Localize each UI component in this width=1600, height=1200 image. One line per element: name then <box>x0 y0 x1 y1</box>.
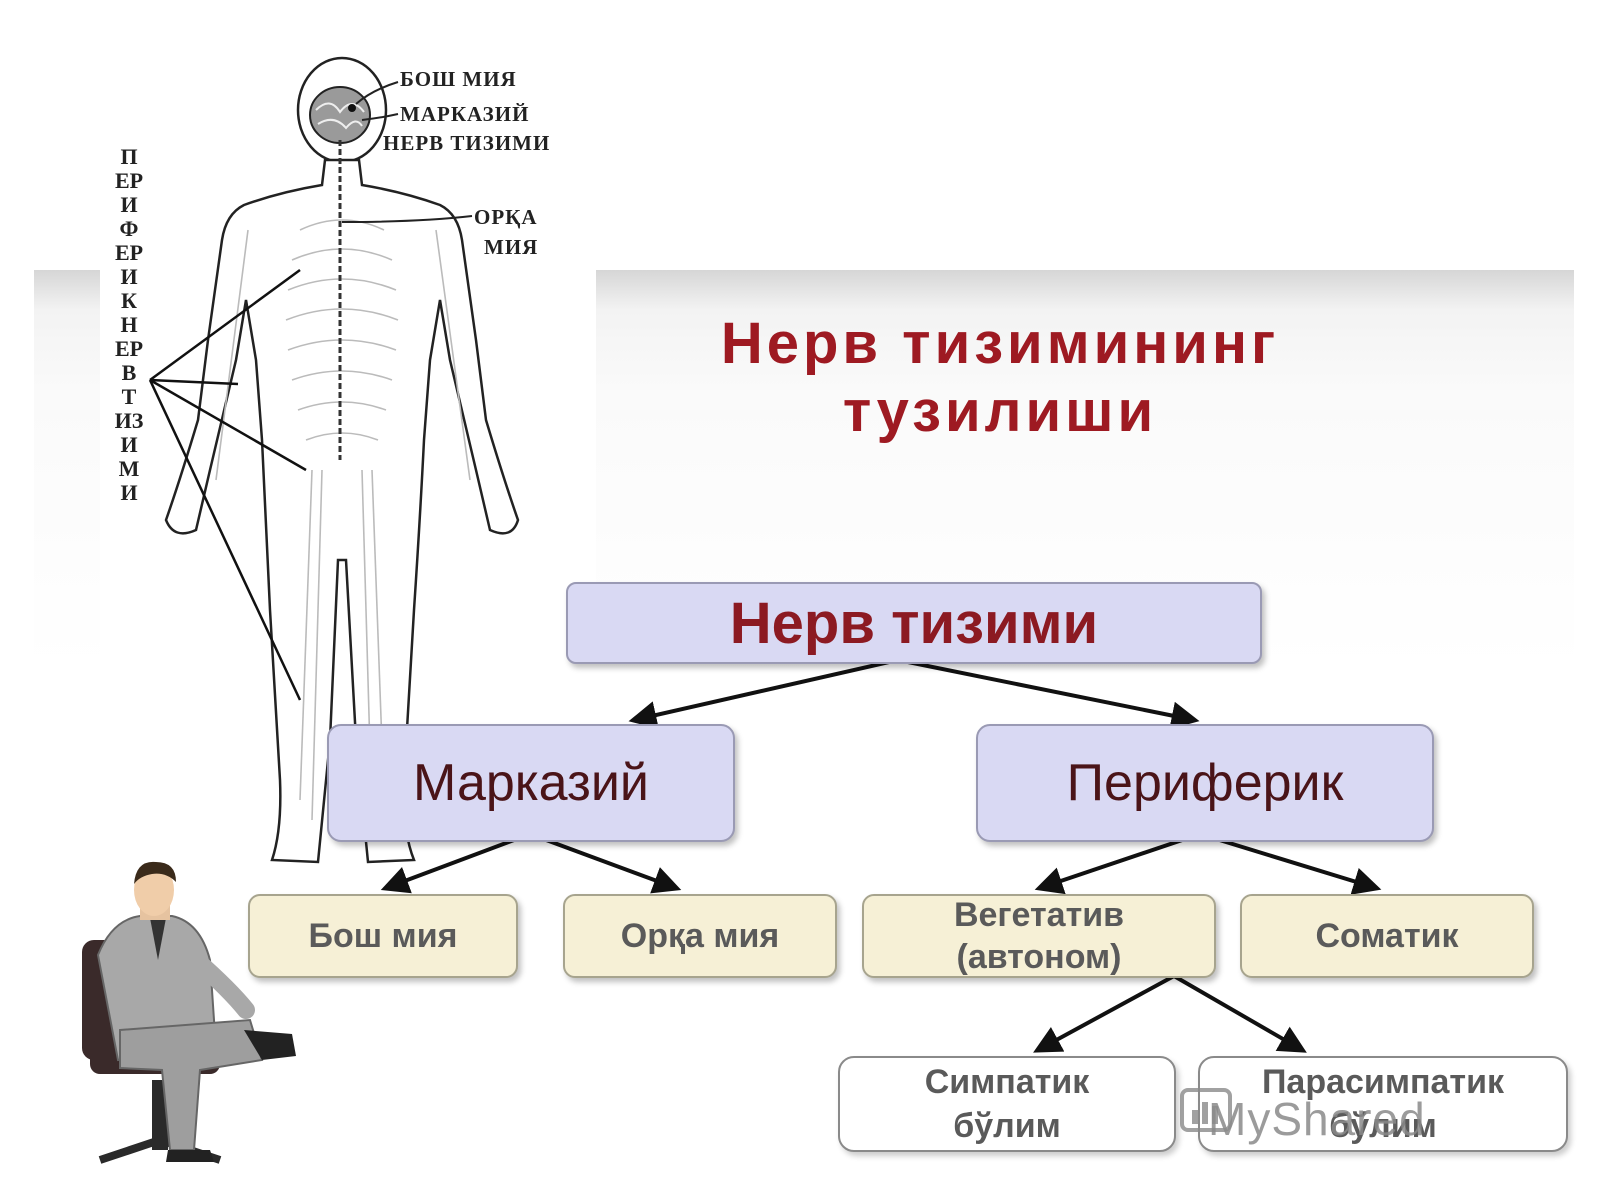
node-parasympathetic-line2: бўлим <box>1329 1107 1437 1145</box>
title-line2: тузилиши <box>842 379 1158 444</box>
node-sympathetic-line1: Симпатик <box>924 1063 1090 1101</box>
title-line1: Нерв тизимининг <box>720 311 1280 376</box>
node-sympathetic-line2: бўлим <box>953 1107 1061 1145</box>
label-spinal-line1: ОРҚА <box>474 205 538 229</box>
node-brain-label: Бош мия <box>308 917 458 955</box>
node-sympathetic: Симпатик бўлим <box>838 1056 1176 1152</box>
watermark-logo-icon <box>1180 1088 1232 1132</box>
node-somatic: Соматик <box>1240 894 1534 978</box>
watermark-text: MyShared <box>1208 1093 1426 1145</box>
brain-drawing <box>309 86 371 144</box>
body-outline <box>164 158 520 864</box>
node-nervous-system: Нерв тизими <box>566 582 1262 664</box>
node-parasympathetic: Парасимпатик бўлим <box>1198 1056 1568 1152</box>
man-head <box>134 864 174 916</box>
node-vegetative-line2: (автоном) <box>956 938 1122 976</box>
node-central: Марказий <box>327 724 735 842</box>
seated-man-figure <box>82 861 296 1164</box>
label-cns-line1: МАРКАЗИЙ <box>400 102 530 126</box>
node-peripheral: Периферик <box>976 724 1434 842</box>
tree-arrows <box>380 658 1382 1053</box>
label-pointers <box>341 81 473 223</box>
page-title: Нерв тизимининг тузилиши <box>620 310 1380 446</box>
label-brain: БОШ МИЯ <box>400 67 517 91</box>
node-vegetative: Вегетатив (автоном) <box>862 894 1216 978</box>
label-peripheral-vertical: ПЕРИФЕРИК НЕРВ ТИЗИМИ <box>114 144 144 505</box>
node-spinal-cord-label: Орқа мия <box>620 917 780 955</box>
label-spinal-line2: МИЯ <box>484 235 539 259</box>
node-central-label: Марказий <box>413 754 649 812</box>
peripheral-pointers <box>148 268 307 701</box>
node-brain: Бош мия <box>248 894 518 978</box>
node-parasympathetic-line1: Парасимпатик <box>1261 1063 1504 1101</box>
node-somatic-label: Соматик <box>1315 917 1459 955</box>
node-spinal-cord: Орқа мия <box>563 894 837 978</box>
node-nervous-system-label: Нерв тизими <box>729 590 1099 656</box>
node-peripheral-label: Периферик <box>1066 754 1344 812</box>
label-cns-line2: НЕРВ ТИЗИМИ <box>383 131 551 155</box>
node-vegetative-line1: Вегетатив <box>953 896 1125 934</box>
